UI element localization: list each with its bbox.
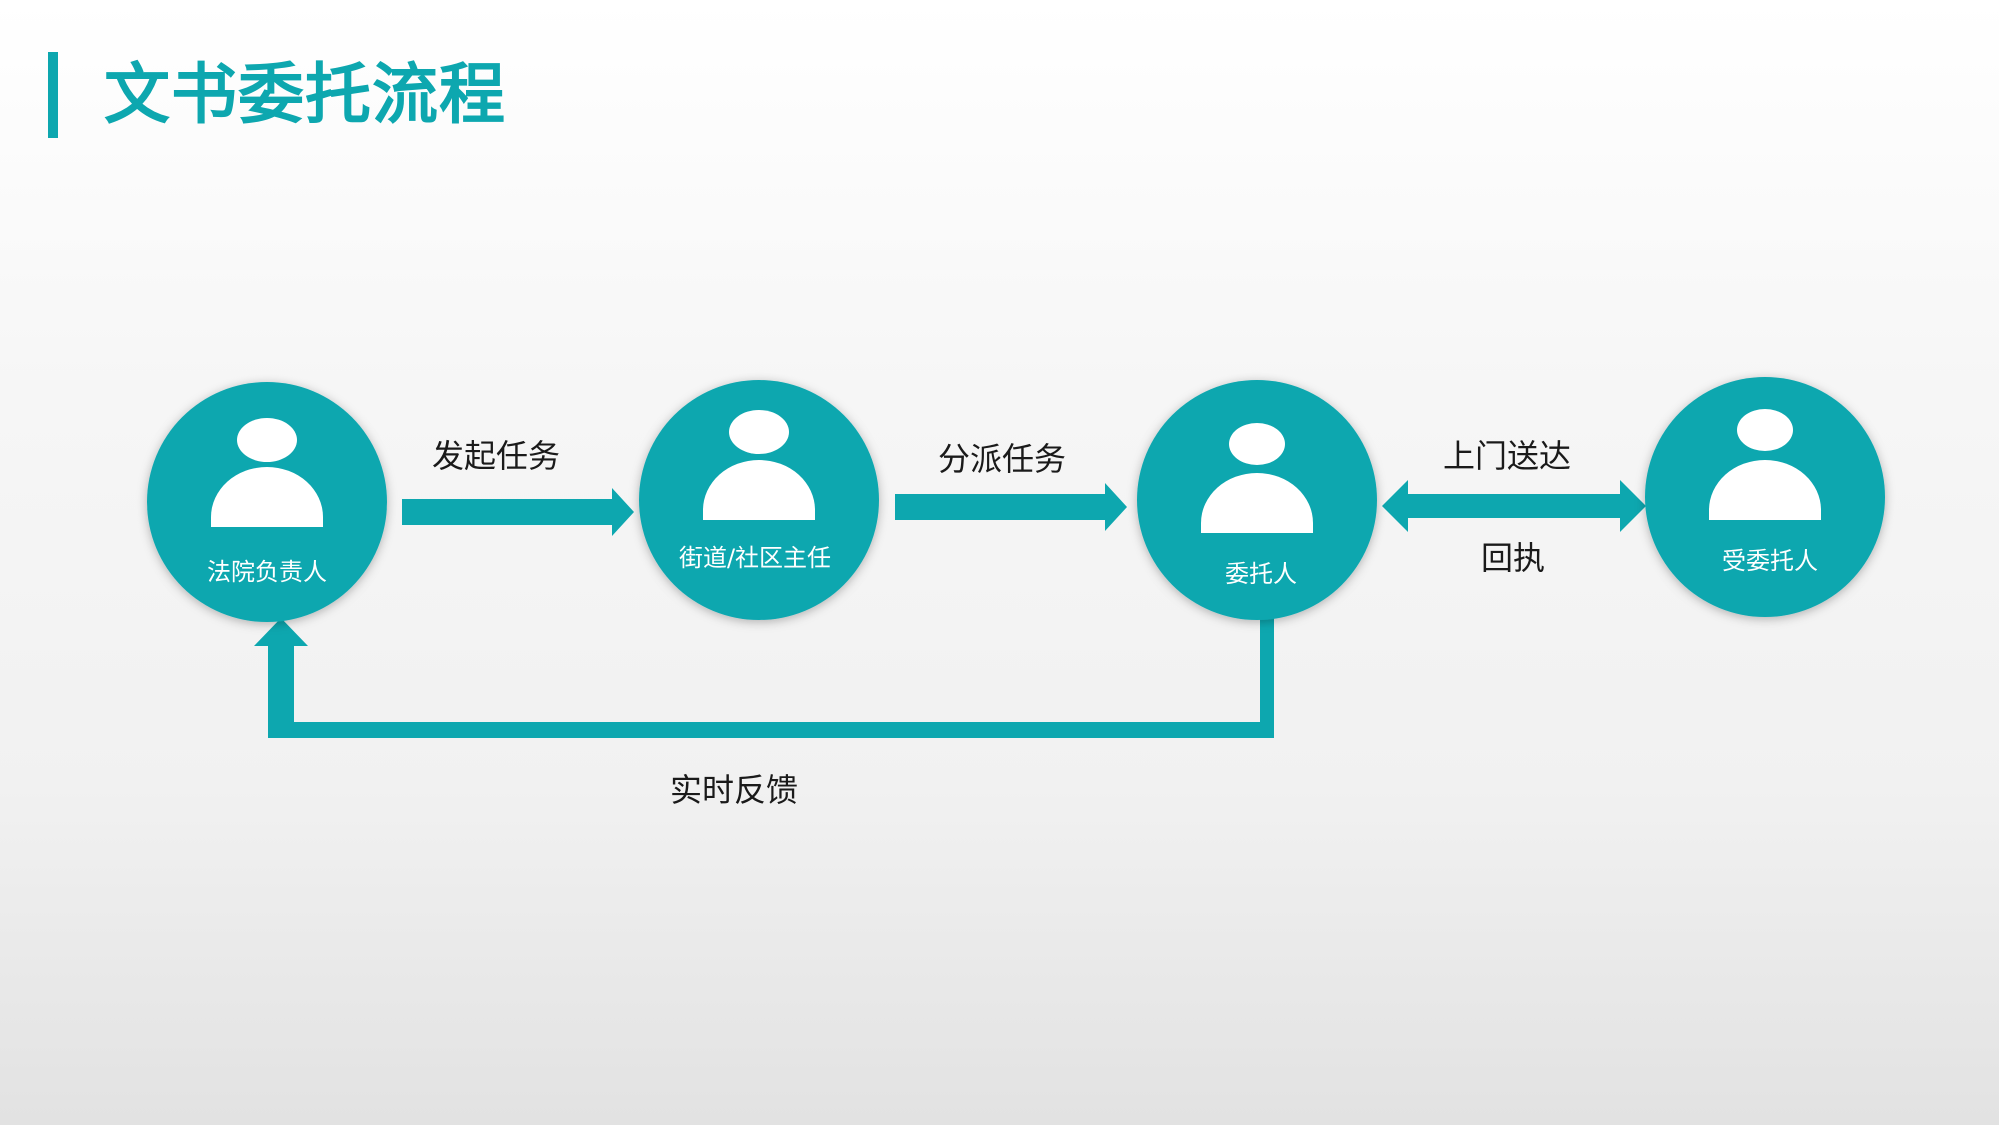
person-icon — [703, 410, 815, 520]
node-delegator — [1137, 380, 1377, 620]
page-title: 文书委托流程 — [104, 56, 506, 133]
person-icon — [1709, 409, 1821, 520]
node-label-court-head: 法院负责人 — [207, 558, 327, 586]
arrow-initiate-task — [402, 488, 634, 536]
title-accent-bar — [48, 52, 58, 138]
person-icon — [1201, 423, 1313, 533]
node-label-street-director: 街道/社区主任 — [678, 544, 832, 572]
arrow-assign-task — [895, 483, 1127, 531]
edge-label-initiate-task: 发起任务 — [431, 437, 560, 475]
edge-label-assign-task: 分派任务 — [937, 440, 1066, 478]
node-street-director — [639, 380, 879, 620]
edge-label-receipt: 回执 — [1480, 539, 1545, 577]
arrow-deliver-receipt — [1382, 480, 1646, 532]
node-court-head — [147, 382, 387, 622]
node-label-delegatee: 受委托人 — [1722, 547, 1818, 575]
node-label-delegator: 委托人 — [1225, 560, 1297, 588]
node-delegatee — [1645, 377, 1885, 617]
person-icon — [211, 418, 323, 527]
arrow-realtime-feedback — [254, 618, 1274, 738]
edge-label-realtime-feedback: 实时反馈 — [669, 771, 798, 809]
edge-label-deliver: 上门送达 — [1442, 437, 1571, 475]
